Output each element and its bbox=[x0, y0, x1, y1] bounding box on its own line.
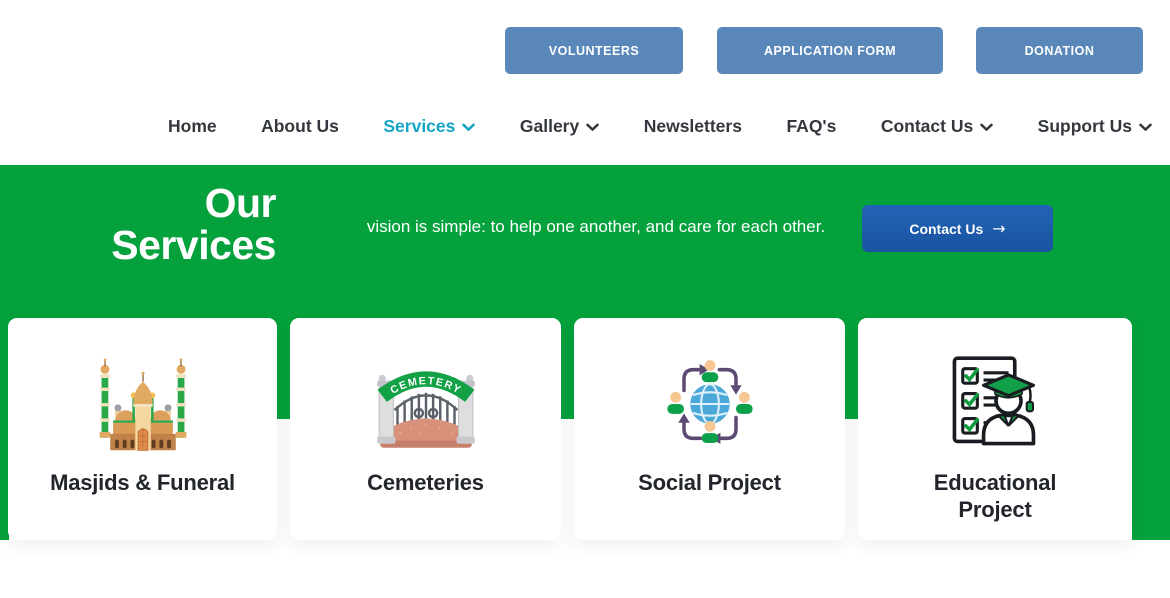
chevron-down-icon bbox=[980, 123, 993, 131]
hero-tagline: vision is simple: to help one another, a… bbox=[366, 217, 826, 236]
nav-label: Newsletters bbox=[643, 115, 742, 136]
card-title: Social Project bbox=[638, 470, 781, 495]
service-card-social-project[interactable]: Social Project bbox=[574, 318, 845, 540]
green-left-rail bbox=[0, 419, 9, 540]
mosque-icon bbox=[85, 348, 201, 460]
social-network-icon bbox=[651, 348, 769, 460]
nav-item-contact-us[interactable]: Contact Us bbox=[881, 116, 993, 137]
nav-label: Gallery bbox=[519, 115, 580, 136]
nav-item-gallery[interactable]: Gallery bbox=[519, 115, 600, 137]
service-card-masjids-funeral[interactable]: Masjids & Funeral bbox=[8, 318, 277, 540]
card-title: Cemeteries bbox=[367, 470, 484, 495]
green-right-rail bbox=[1132, 419, 1170, 540]
application-form-button[interactable]: APPLICATION FORM bbox=[717, 27, 943, 74]
contact-us-cta-button[interactable]: Contact Us → bbox=[862, 205, 1053, 252]
nav-label: About Us bbox=[261, 115, 339, 136]
service-card-educational-project[interactable]: Educational Project bbox=[858, 318, 1132, 540]
chevron-down-icon bbox=[462, 123, 476, 131]
volunteers-button[interactable]: VOLUNTEERS bbox=[505, 27, 683, 74]
nav-item-services[interactable]: Services bbox=[383, 115, 476, 137]
main-nav: Home About Us Services Gallery Newslette… bbox=[168, 103, 1152, 149]
nav-item-about-us[interactable]: About Us bbox=[261, 116, 339, 137]
cemetery-gate-icon: CEMETERY bbox=[370, 348, 482, 460]
chevron-down-icon bbox=[586, 123, 600, 131]
nav-item-support-us[interactable]: Support Us bbox=[1038, 116, 1152, 137]
card-title: Masjids & Funeral bbox=[50, 470, 235, 495]
graduate-checklist-icon bbox=[936, 348, 1054, 460]
donation-button[interactable]: DONATION bbox=[976, 27, 1143, 74]
nav-item-faqs[interactable]: FAQ's bbox=[786, 116, 836, 137]
cta-label: Contact Us bbox=[909, 220, 984, 237]
arrow-right-icon: → bbox=[992, 219, 1006, 238]
nav-item-home[interactable]: Home bbox=[168, 116, 217, 137]
page-title: Our Services bbox=[111, 180, 276, 269]
nav-label: Support Us bbox=[1037, 115, 1132, 136]
nav-label: Home bbox=[168, 115, 217, 136]
chevron-down-icon bbox=[1139, 123, 1152, 131]
nav-label: FAQ's bbox=[786, 115, 837, 136]
card-title: Educational Project bbox=[933, 470, 1057, 522]
nav-label: Services bbox=[383, 115, 456, 136]
nav-label: Contact Us bbox=[880, 115, 974, 136]
service-card-cemeteries[interactable]: CEMETERY Cemeteries bbox=[290, 318, 561, 540]
nav-item-newsletters[interactable]: Newsletters bbox=[644, 116, 742, 137]
